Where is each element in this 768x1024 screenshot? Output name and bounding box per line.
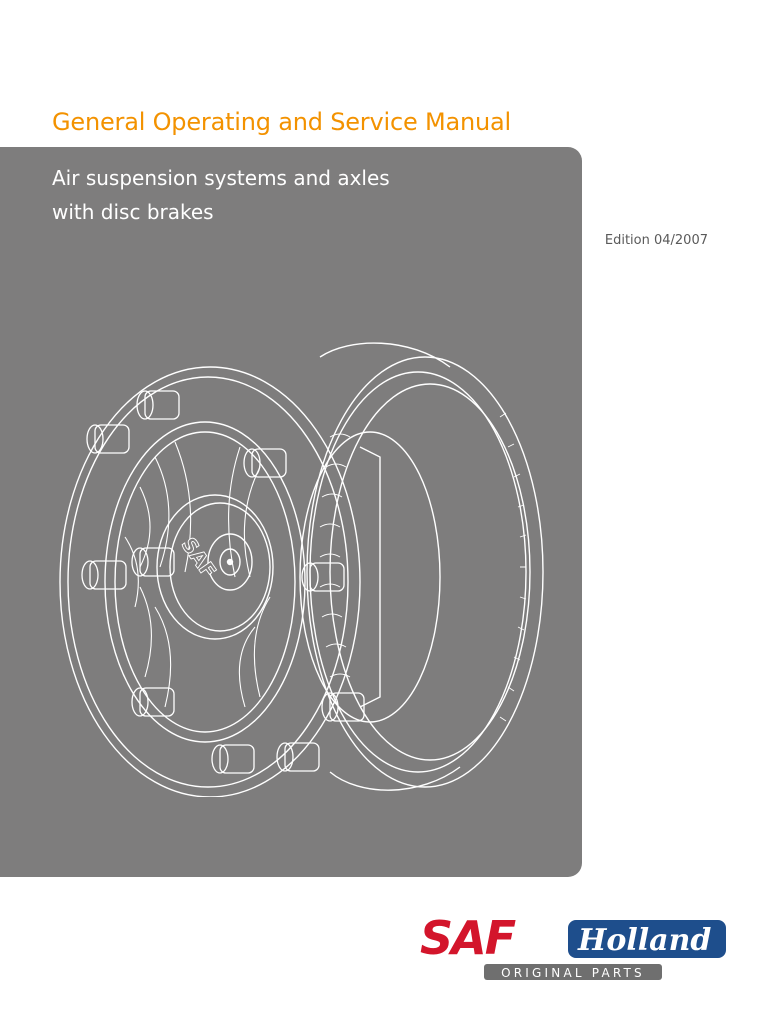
logo-holland-text: Holland [577,923,711,958]
wheel-studs-drawing [81,390,365,774]
logo-saf-text: SAF [420,911,516,965]
hub-saf-marking: SAF [177,533,222,582]
hub-body-drawing [299,431,441,723]
logo-tagline: ORIGINAL PARTS [501,966,645,980]
logo-holland-badge [568,920,726,958]
subtitle-line-1: Air suspension systems and axles [52,166,390,190]
subtitle-line-2: with disc brakes [52,200,214,224]
cover-subtitle: Air suspension systems and axles with di… [52,161,390,229]
cover-gray-panel: Air suspension systems and axles with di… [0,147,582,877]
hub-flange-drawing: SAF [59,366,361,797]
manual-title: General Operating and Service Manual [52,108,511,136]
brake-disc-drawing [306,342,544,791]
wheel-hub-illustration: SAF [59,342,544,797]
edition-label: Edition 04/2007 [604,233,708,248]
saf-holland-logo: SAF Holland ORIGINAL PARTS [420,911,726,980]
logo-tagline-bar [484,964,662,980]
